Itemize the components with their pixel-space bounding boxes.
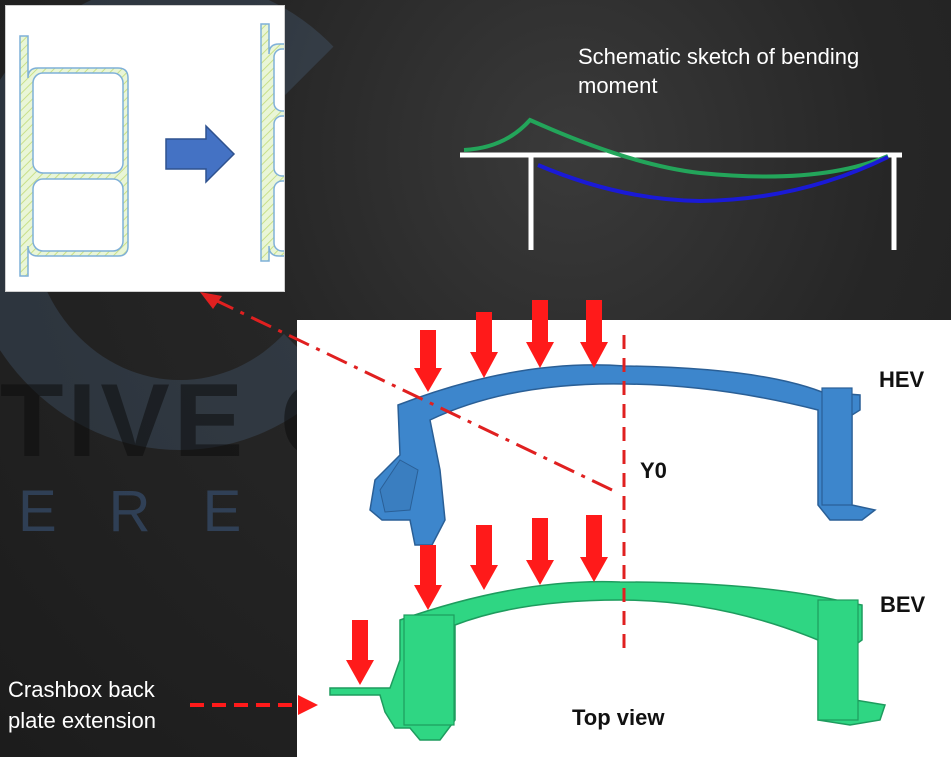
section-before [19,35,129,277]
crashbox-arrowhead [298,695,318,715]
force-arrow [580,300,608,368]
force-arrow [414,330,442,392]
section-after [260,23,284,262]
hev-label: HEV [879,367,925,392]
force-arrow [470,312,498,378]
bev-bumper-beam [329,580,886,741]
crashbox-label: Crashbox back plate extension [8,677,156,733]
transition-arrow-icon [165,124,236,184]
force-arrow [580,515,608,582]
sketch-title: Schematic sketch of bending moment [578,44,860,98]
force-arrow [414,545,442,610]
section-leader-arrowhead [200,292,222,309]
hev-bumper-beam [369,364,877,546]
force-arrow [470,525,498,590]
force-arrow [346,620,374,685]
y0-label: Y0 [640,458,667,483]
force-arrows-hev [414,300,608,392]
cross-section-svg [19,23,284,277]
force-arrow [526,518,554,585]
bev-label: BEV [880,592,926,617]
force-arrow [526,300,554,368]
force-arrows-bev [346,515,608,685]
section-leader-line [214,298,613,492]
cross-section-panel [5,5,285,292]
top-view-label: Top view [572,705,665,730]
